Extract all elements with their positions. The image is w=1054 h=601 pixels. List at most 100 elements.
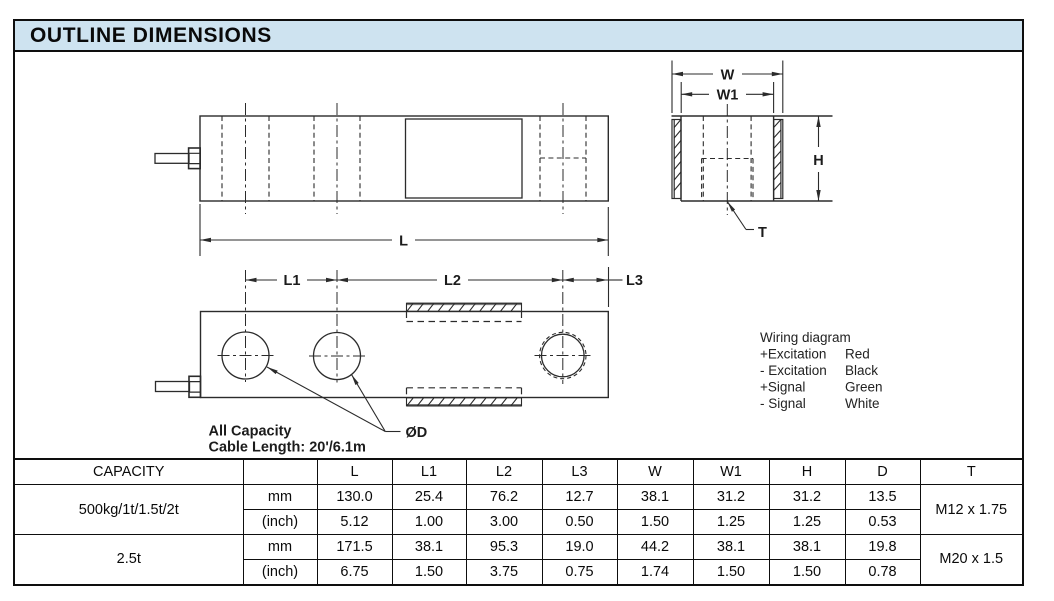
arrow-left-icon [672, 71, 683, 77]
top-strip-hatch [406, 303, 518, 312]
value-cell: 1.74 [616, 558, 694, 586]
value-cell: 44.2 [616, 533, 694, 560]
arrow-up-left-icon [727, 201, 736, 212]
wiring-row-color: White [845, 396, 880, 411]
value-cell: 1.50 [391, 558, 467, 586]
value-cell: 19.0 [541, 533, 618, 560]
value-cell: 3.00 [465, 509, 543, 535]
thread-cell: M12 x 1.75 [919, 484, 1024, 535]
value-cell: 13.5 [844, 484, 921, 511]
arrow-left-icon [200, 237, 211, 243]
value-cell: 1.00 [391, 509, 467, 535]
arrow-left-icon [681, 92, 693, 97]
arrow-right-icon [762, 92, 774, 97]
dim-label-T: T [758, 225, 767, 241]
value-cell: 95.3 [465, 533, 543, 560]
drawing-frame: OUTLINE DIMENSIONS [13, 19, 1024, 458]
end-view-left-cover [671, 118, 682, 200]
bottom-seal-strip [405, 387, 523, 407]
note-cable-length: Cable Length: 20'/6.1m [209, 440, 366, 456]
top-view-hex-nut-facets [189, 381, 201, 393]
value-cell: 38.1 [391, 533, 467, 560]
side-view-body [199, 115, 609, 202]
value-cell: 6.75 [316, 558, 393, 586]
top-view-cable [154, 380, 191, 393]
top-seal-strip [405, 302, 523, 323]
col-header-L: L [316, 458, 393, 486]
value-cell: 1.25 [768, 509, 846, 535]
end-view-right-cover [772, 118, 784, 200]
unit-cell: (inch) [242, 509, 318, 535]
col-header-W1: W1 [692, 458, 770, 486]
col-header-T: T [919, 458, 1024, 486]
section-header-bar: OUTLINE DIMENSIONS [15, 21, 1022, 52]
dim-label-L2: L2 [444, 273, 461, 289]
value-cell: 1.50 [616, 509, 694, 535]
table-header-row: CAPACITY L L1 L2 L3 W W1 H D T [13, 458, 1024, 486]
wiring-row-label: +Excitation [760, 347, 826, 362]
arrow-left-icon [245, 277, 257, 283]
arrow-left-icon [562, 277, 574, 283]
capacity-cell: 2.5t [13, 533, 244, 586]
value-cell: 38.1 [692, 533, 770, 560]
col-header-H: H [768, 458, 846, 486]
table-row: (inch) 5.12 1.00 3.00 0.50 1.50 1.25 1.2… [14, 509, 1023, 535]
value-cell: 19.8 [844, 533, 921, 560]
wiring-row-label: - Excitation [760, 363, 827, 378]
value-cell: 0.53 [844, 509, 921, 535]
arrow-left-icon [337, 277, 348, 283]
dim-H [816, 116, 821, 201]
col-header-W: W [616, 458, 694, 486]
arrow-right-icon [596, 277, 608, 283]
left-cover-hatch [673, 119, 682, 191]
col-header-L3: L3 [541, 458, 618, 486]
arrow-right-icon [771, 71, 783, 77]
wiring-row-color: Red [845, 347, 870, 362]
arrow-down-icon [816, 190, 821, 201]
wiring-row-color: Green [845, 380, 883, 395]
arrow-up-left-icon [351, 374, 359, 385]
bottom-strip-hatch [406, 397, 518, 407]
col-header-L2: L2 [465, 458, 543, 486]
arrow-up-icon [816, 116, 821, 127]
value-cell: 31.2 [692, 484, 770, 511]
dim-label-W1: W1 [717, 88, 739, 104]
dimension-table: CAPACITY L L1 L2 L3 W W1 H D T 500kg/1t/… [13, 458, 1024, 586]
value-cell: 0.75 [541, 558, 618, 586]
value-cell: 1.50 [692, 558, 770, 586]
wiring-title: Wiring diagram [760, 330, 851, 345]
value-cell: 0.78 [844, 558, 921, 586]
hole-crosshairs [217, 355, 591, 357]
table-row: 2.5t mm 171.5 38.1 95.3 19.0 44.2 38.1 3… [13, 533, 1024, 586]
value-cell: 25.4 [391, 484, 467, 511]
wiring-row-label: - Signal [760, 396, 806, 411]
top-view-centerlines [245, 270, 564, 384]
top-view-hex-nut [188, 375, 202, 399]
wiring-diagram: Wiring diagram +Excitation Red - Excitat… [760, 330, 883, 411]
side-view-hex-nut-facets [188, 152, 201, 165]
col-header-D: D [844, 458, 921, 486]
value-cell: 38.1 [768, 533, 846, 560]
side-view-pocket [404, 118, 523, 199]
dim-L1-L2-L3 [245, 277, 623, 283]
dim-label-L3: L3 [626, 273, 643, 289]
wiring-row-color: Black [845, 363, 878, 378]
wiring-row-label: +Signal [760, 380, 805, 395]
side-view-centerlines [245, 103, 564, 214]
unit-cell: mm [242, 484, 318, 511]
table-row: (inch) 6.75 1.50 3.75 0.75 1.74 1.50 1.5… [14, 558, 1023, 586]
right-cover-hatch [773, 119, 782, 191]
dim-W [671, 60, 784, 113]
arrow-up-left-icon [267, 367, 278, 375]
value-cell: 12.7 [541, 484, 618, 511]
dim-label-H: H [813, 153, 823, 169]
arrow-right-icon [551, 277, 563, 283]
top-view-body [199, 310, 609, 399]
note-all-capacity: All Capacity [209, 424, 292, 440]
value-cell: 1.50 [768, 558, 846, 586]
unit-cell: (inch) [242, 558, 318, 586]
value-cell: 3.75 [465, 558, 543, 586]
leader-T [726, 201, 754, 231]
